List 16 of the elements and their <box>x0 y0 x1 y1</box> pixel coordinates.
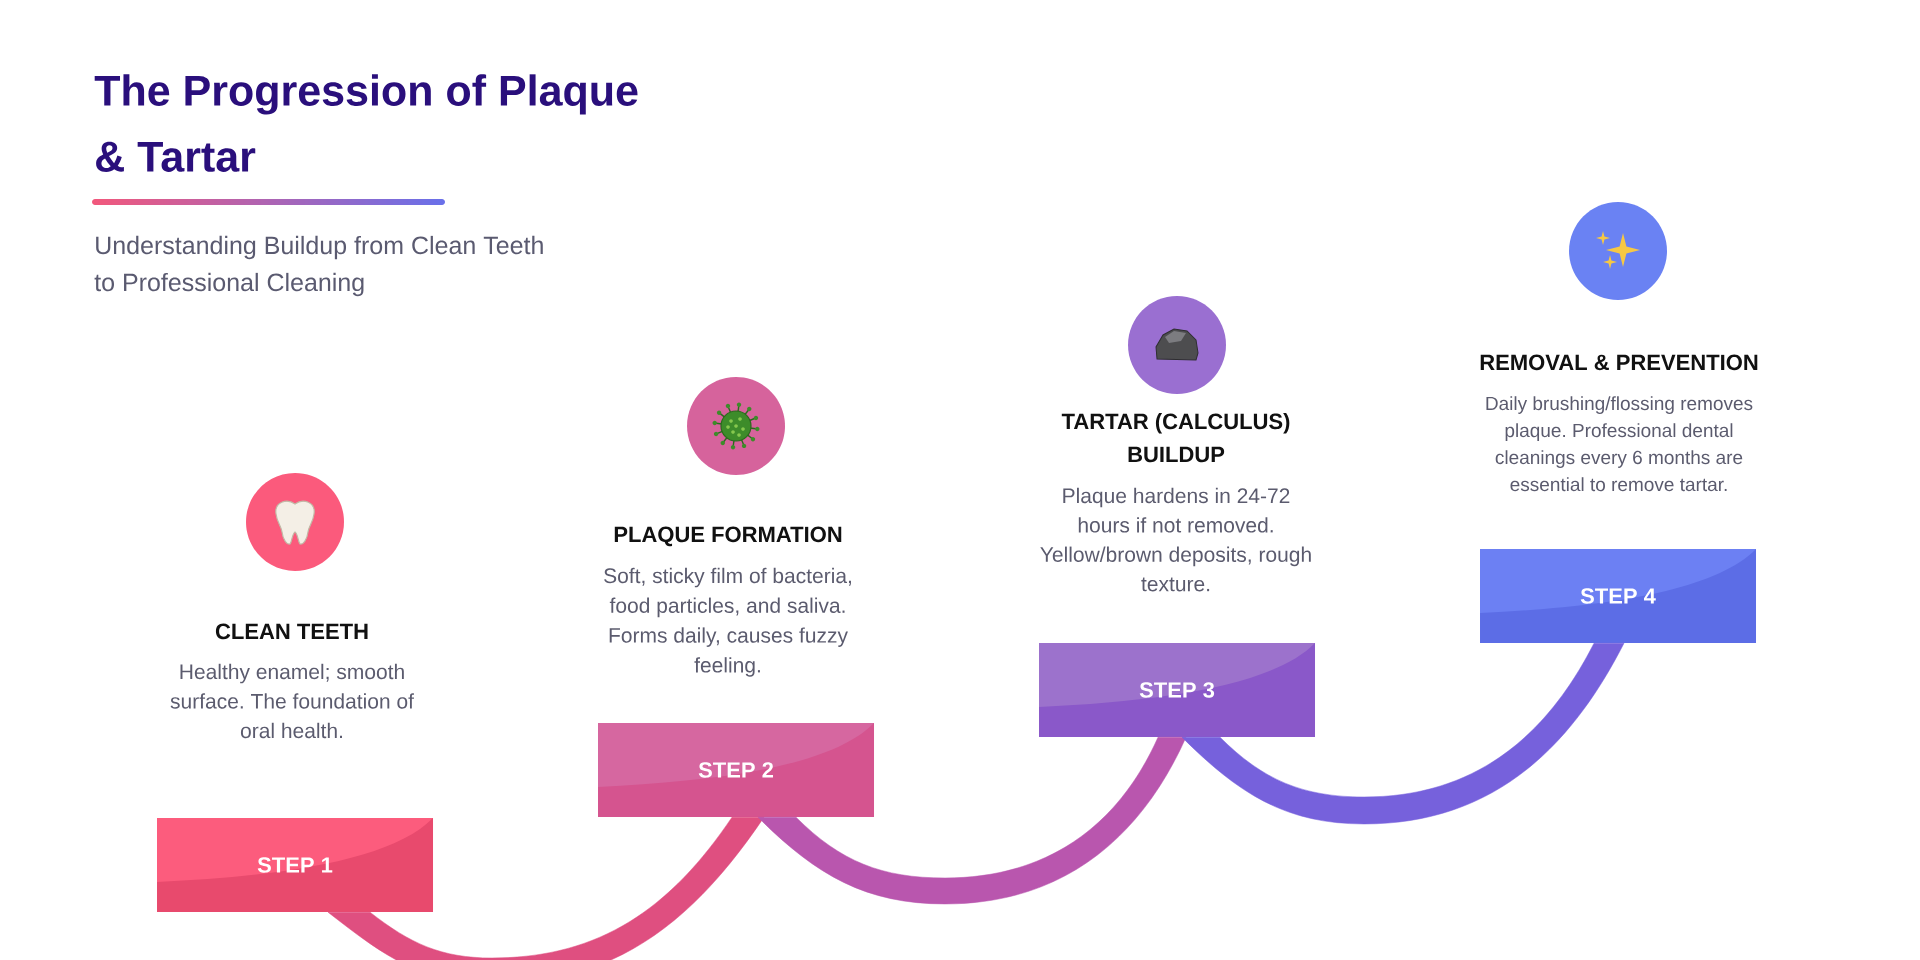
step-box: STEP 2 <box>598 723 874 817</box>
step-box: STEP 4 <box>1480 549 1756 643</box>
step-heading: TARTAR (CALCULUS) BUILDUP <box>1061 413 1290 463</box>
step-heading: CLEAN TEETH <box>215 623 368 640</box>
step-description: Healthy enamel; smooth surface. The foundation of oral health. <box>170 663 414 739</box>
title: The Progression of Plaque & Tartar <box>94 74 638 172</box>
step-box: STEP 3 <box>1039 643 1315 737</box>
step-box: STEP 1 <box>157 818 433 912</box>
step-description: Plaque hardens in 24-72 hours if not removed. Yellow/brown deposits, rough texture. <box>1040 487 1311 592</box>
step-description: Soft, sticky film of bacteria, food particles, and saliva. Forms daily, causes fuzzy feeling. <box>604 567 851 677</box>
subtitle: Understanding Buildup from Clean Teeth to Professional Cleaning <box>94 235 543 297</box>
step-heading: REMOVAL & PREVENTION <box>1480 354 1758 371</box>
step-heading: PLAQUE FORMATION <box>614 526 842 547</box>
curved-connector <box>757 736 1187 905</box>
step-description: Daily brushing/flossing removes plaque. Professional dental cleanings every 6 months are essential to remove tartar. <box>1486 396 1753 492</box>
curved-connector <box>1181 642 1625 825</box>
